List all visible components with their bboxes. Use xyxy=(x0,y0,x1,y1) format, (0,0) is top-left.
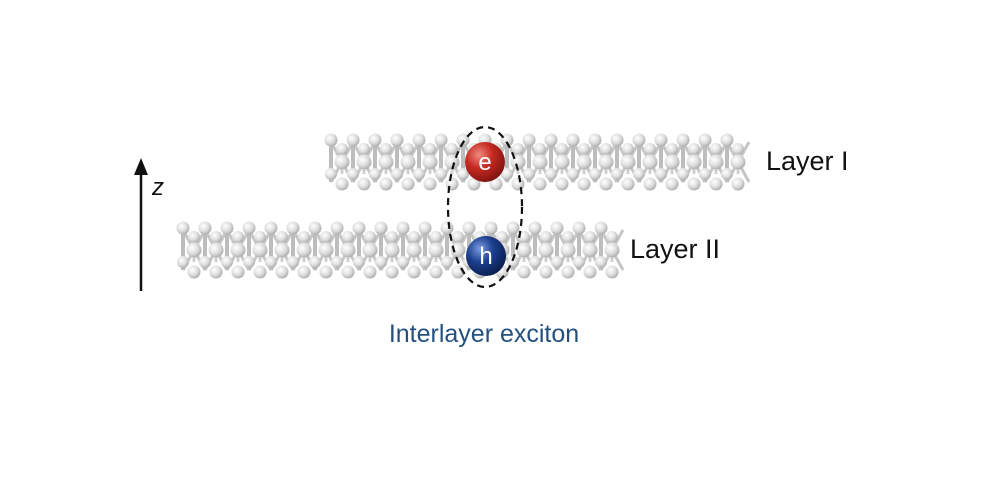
hole-sphere xyxy=(466,236,506,276)
hole-symbol: h xyxy=(479,243,492,270)
layer-ii-label: Layer II xyxy=(630,234,720,264)
z-axis-label: z xyxy=(151,174,164,201)
layer-i-lattice xyxy=(324,133,751,191)
interlayer-exciton-caption: Interlayer exciton xyxy=(389,320,579,348)
electron-symbol: e xyxy=(478,149,491,176)
z-axis-arrowhead xyxy=(134,158,148,175)
z-axis: z xyxy=(134,158,164,291)
layer-i-label: Layer I xyxy=(766,146,849,176)
hole-particle: h xyxy=(466,236,506,276)
electron-sphere xyxy=(465,142,505,182)
electron-particle: e xyxy=(465,142,505,182)
exciton-boundary xyxy=(446,125,524,289)
layer-ii-lattice xyxy=(176,221,625,279)
